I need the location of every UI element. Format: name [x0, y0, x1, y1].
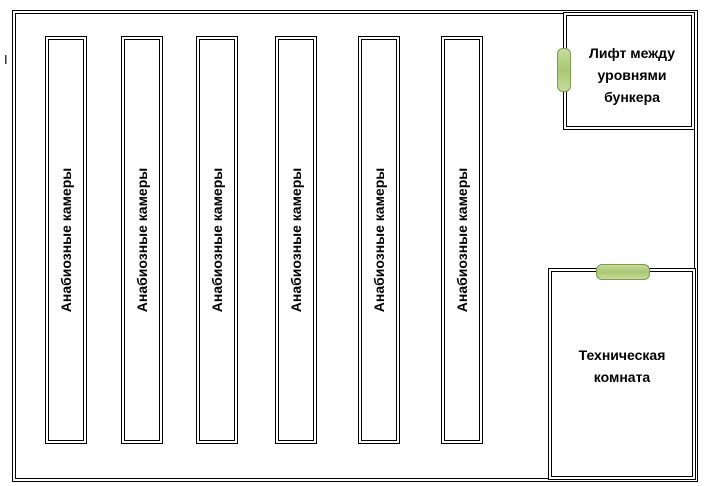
chamber-label: Анабиозные камеры: [209, 167, 225, 313]
chamber-label: Анабиозные камеры: [371, 167, 387, 313]
chamber-5: Анабиозные камеры: [358, 36, 400, 444]
lift-label: Лифт между уровнями бункера: [589, 45, 675, 105]
chamber-label: Анабиозные камеры: [134, 167, 150, 313]
lift-room: Лифт между уровнями бункера: [563, 12, 695, 130]
chamber-2: Анабиозные камеры: [121, 36, 163, 444]
chamber-label: Анабиозные камеры: [454, 167, 470, 313]
lift-door: [557, 48, 571, 92]
technical-room-label: Техническая комната: [578, 347, 666, 385]
chamber-label: Анабиозные камеры: [288, 167, 304, 313]
technical-room: Техническая комната: [548, 268, 696, 480]
chamber-label: Анабиозные камеры: [58, 167, 74, 313]
margin-marker: I: [4, 52, 8, 67]
chamber-1: Анабиозные камеры: [45, 36, 87, 444]
chamber-6: Анабиозные камеры: [441, 36, 483, 444]
technical-room-door: [596, 264, 650, 280]
chamber-3: Анабиозные камеры: [196, 36, 238, 444]
chamber-4: Анабиозные камеры: [275, 36, 317, 444]
